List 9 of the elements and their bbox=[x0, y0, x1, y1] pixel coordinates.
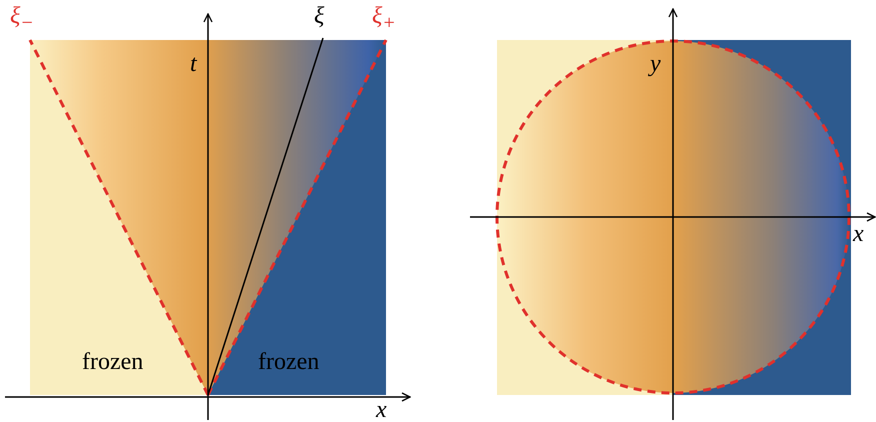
axis-label: x bbox=[376, 398, 387, 422]
line-label: ξ bbox=[314, 4, 324, 28]
region-label: frozen bbox=[258, 350, 320, 374]
boundary-label: ξ$_{+}$ bbox=[372, 4, 396, 33]
axis-label: t bbox=[190, 52, 197, 76]
boundary-label: ξ$_{−}$ bbox=[10, 4, 34, 33]
axis-label: x bbox=[853, 222, 864, 246]
axis-label: y bbox=[650, 52, 661, 76]
region-label: frozen bbox=[82, 350, 144, 374]
